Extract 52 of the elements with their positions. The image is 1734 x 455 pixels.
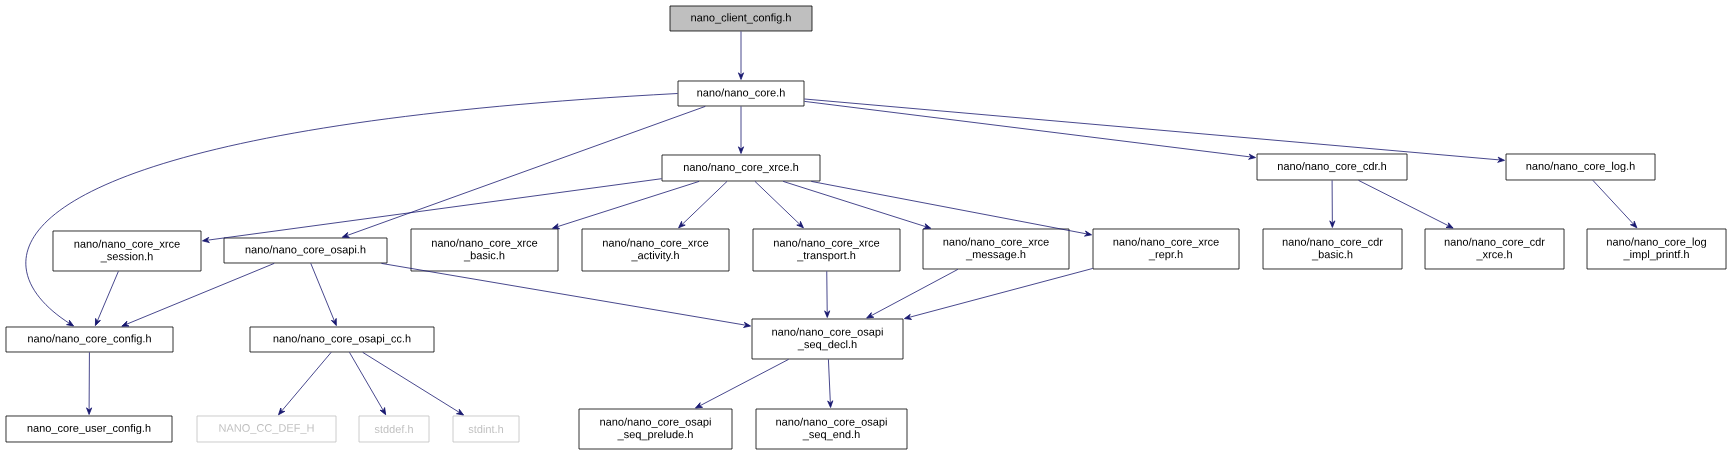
arrow: [1329, 180, 1336, 228]
file-box: nano/nano_core_osapi_cc.h: [249, 326, 435, 353]
arrow: [754, 181, 804, 229]
arrow: [824, 271, 831, 318]
file-box: nano/nano_core_log _impl_printf.h: [1586, 228, 1727, 270]
arrow: [810, 181, 1092, 237]
arrow: [552, 181, 700, 230]
file-box: nano/nano_core_cdr _basic.h: [1262, 228, 1403, 270]
arrow: [866, 269, 959, 319]
file-box: nano/nano_core_config.h: [5, 326, 174, 353]
file-box: nano/nano_core_osapi _seq_decl.h: [751, 318, 904, 360]
file-box: nano/nano_core_xrce _activity.h: [581, 228, 730, 272]
arrow: [362, 352, 464, 416]
file-box: nano/nano_core_xrce.h: [661, 154, 821, 182]
arrow: [804, 100, 1256, 160]
file-box: nano/nano_core_osapi _seq_prelude.h: [578, 408, 733, 450]
file-box: nano/nano_core_xrce _basic.h: [410, 228, 559, 272]
file-box: nano/nano_core_osapi _seq_end.h: [755, 408, 908, 450]
file-box: nano/nano_core_xrce _transport.h: [752, 228, 901, 272]
arrow: [310, 263, 337, 326]
arrow: [278, 352, 332, 416]
file-box: nano_core_user_config.h: [5, 415, 173, 443]
arrow: [738, 31, 744, 80]
arrow: [738, 106, 744, 154]
arrow: [341, 106, 706, 238]
file-box: nano/nano_core_xrce _session.h: [52, 230, 202, 272]
arrow: [381, 263, 751, 328]
arrow: [804, 98, 1505, 163]
arrow: [349, 352, 387, 416]
arrow: [782, 181, 932, 230]
arrow: [202, 178, 662, 243]
arrow: [695, 359, 789, 409]
arrow: [827, 359, 834, 408]
file-box: nano_client_config.h: [669, 5, 813, 32]
file-box: nano/nano_core_log.h: [1505, 153, 1656, 181]
arrow: [121, 263, 275, 327]
arrow: [86, 352, 93, 415]
arrow: [95, 271, 119, 326]
file-box: nano/nano_core_xrce _repr.h: [1092, 228, 1240, 270]
file-box: stdint.h: [452, 415, 520, 443]
file-box: nano/nano_core_osapi.h: [223, 237, 388, 264]
arrow: [1358, 180, 1454, 229]
arrow: [678, 181, 728, 229]
arrow: [1592, 180, 1638, 229]
file-box: nano/nano_core_cdr.h: [1256, 153, 1408, 181]
file-box: NANO_CC_DEF_H: [196, 415, 337, 443]
file-box: nano/nano_core.h: [677, 80, 805, 107]
file-box: nano/nano_core_xrce _message.h: [922, 228, 1070, 270]
file-box: nano/nano_core_cdr _xrce.h: [1424, 228, 1565, 270]
arrow: [25, 93, 678, 327]
file-box: stddef.h: [358, 415, 430, 443]
arrow: [904, 268, 1093, 320]
